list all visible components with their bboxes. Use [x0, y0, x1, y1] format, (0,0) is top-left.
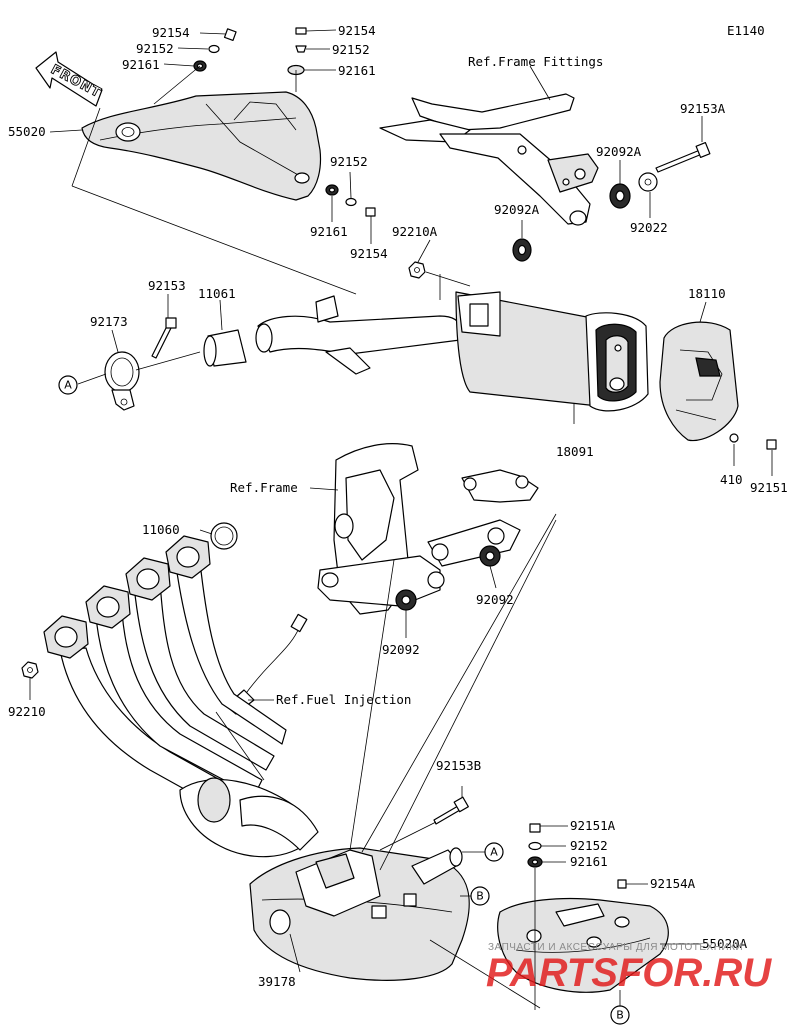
nut-92210A	[408, 261, 426, 279]
label-92161-top-left: 92161	[122, 57, 160, 72]
damper-92092A-lower	[512, 238, 532, 262]
leader-lines	[29, 29, 773, 1010]
label-92153B: 92153B	[436, 758, 481, 773]
label-18091: 18091	[556, 444, 594, 459]
gasket-11061	[203, 329, 247, 367]
washer-92022	[638, 172, 658, 192]
label-92154-mid: 92154	[350, 246, 388, 261]
bolt-92153A	[655, 141, 711, 173]
label-410: 410	[720, 472, 743, 487]
label-39178: 39178	[258, 974, 296, 989]
label-92154A: 92154A	[650, 876, 696, 891]
label-92153: 92153	[148, 278, 186, 293]
gasket-11060	[210, 522, 238, 550]
washer-410	[729, 433, 739, 443]
pre-chamber-39178	[249, 847, 470, 981]
label-18110: 18110	[688, 286, 726, 301]
heat-cover-upper	[81, 91, 322, 201]
label-92151A: 92151A	[570, 818, 616, 833]
callout-a-right-letter: A	[490, 846, 498, 859]
label-92092A-lower: 92092A	[494, 202, 540, 217]
heat-cover-lower	[497, 897, 669, 993]
label-92151: 92151	[750, 480, 788, 495]
label-92152-top-left: 92152	[136, 41, 174, 56]
bolt-92151	[766, 439, 777, 450]
fasteners-top-left	[193, 28, 237, 72]
bolt-92153	[151, 317, 177, 359]
fasteners-mid	[325, 184, 376, 217]
label-92153A: 92153A	[680, 101, 726, 116]
label-11060: 11060	[142, 522, 180, 537]
mid-pipe	[255, 295, 463, 375]
label-92092A-upper: 92092A	[596, 144, 642, 159]
front-direction-arrow: FRONT	[35, 51, 104, 107]
callout-b-lower-letter: B	[616, 1009, 624, 1022]
label-92161-top-mid: 92161	[338, 63, 376, 78]
label-11061: 11061	[198, 286, 236, 301]
callout-a-left-letter: A	[64, 379, 72, 392]
damper-92092-right	[479, 545, 501, 567]
label-92152-mid: 92152	[330, 154, 368, 169]
label-92152-lower: 92152	[570, 838, 608, 853]
frame-fittings-bracket	[379, 93, 599, 226]
damper-92092-center	[395, 589, 417, 611]
ref-fuel-injection: Ref.Fuel Injection	[276, 692, 411, 707]
fasteners-lower	[527, 823, 543, 868]
diagram-code: E1140	[727, 23, 765, 38]
label-92210: 92210	[8, 704, 46, 719]
watermark-tagline: ЗАПЧАСТИ И АКСЕССУАРЫ ДЛЯ МОТОТЕХНИКИ	[488, 942, 743, 953]
callout-b-lower: B	[610, 1005, 630, 1025]
label-92092-center: 92092	[382, 642, 420, 657]
end-cap-18110	[659, 321, 739, 442]
label-92173: 92173	[90, 314, 128, 329]
nut-92210	[21, 661, 39, 679]
fasteners-top-mid	[287, 27, 307, 76]
bolt-92154A	[617, 879, 627, 889]
part-labels: 92154 92152 92161 92154 92152 92161 5502…	[8, 23, 788, 989]
clamp-92173	[104, 351, 140, 411]
callout-b-upper-letter: B	[476, 890, 484, 903]
label-55020A: 55020A	[702, 936, 748, 951]
watermark-logo-text: PARTSFOR.RU	[486, 951, 772, 995]
ref-frame-fittings: Ref.Frame Fittings	[468, 54, 603, 69]
label-92092-right: 92092	[476, 592, 514, 607]
frame-section	[317, 443, 539, 615]
ref-frame: Ref.Frame	[230, 480, 298, 495]
label-92161-lower: 92161	[570, 854, 608, 869]
label-92210A: 92210A	[392, 224, 438, 239]
header-pipes	[43, 535, 319, 858]
damper-92092A-upper	[609, 183, 631, 209]
label-92152-top-mid: 92152	[332, 42, 370, 57]
silencer-18091	[455, 291, 649, 412]
label-92022: 92022	[630, 220, 668, 235]
label-92161-mid: 92161	[310, 224, 348, 239]
label-55020: 55020	[8, 124, 46, 139]
callout-b-upper: B	[470, 886, 490, 906]
callout-a-left: A	[58, 375, 78, 395]
front-label: FRONT	[48, 62, 103, 101]
bolt-92153B	[433, 796, 469, 825]
label-92154-top-mid: 92154	[338, 23, 376, 38]
label-92154-top-left: 92154	[152, 25, 190, 40]
callout-a-right: A	[484, 842, 504, 862]
watermark: ЗАПЧАСТИ И АКСЕССУАРЫ ДЛЯ МОТОТЕХНИКИ PA…	[486, 942, 772, 995]
